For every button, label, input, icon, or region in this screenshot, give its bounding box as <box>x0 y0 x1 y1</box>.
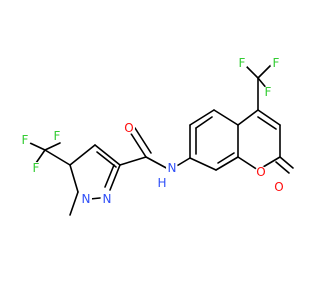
bond <box>257 109 281 126</box>
bond <box>195 116 213 129</box>
atom-label: N <box>103 192 112 206</box>
bond <box>69 191 79 216</box>
bond <box>217 152 235 164</box>
atom-label: F <box>54 129 61 143</box>
bond <box>257 116 277 130</box>
atom-label: N <box>82 192 91 206</box>
atom-nh: N <box>166 161 178 175</box>
bond <box>44 142 61 151</box>
bond <box>257 64 272 79</box>
bond <box>104 164 115 188</box>
bond <box>244 64 259 79</box>
bond <box>96 151 117 168</box>
atom-label: O <box>256 165 265 179</box>
bond <box>275 161 290 174</box>
bonds <box>29 64 294 216</box>
bond <box>109 164 121 191</box>
bond <box>145 156 171 171</box>
atom-n1: N <box>80 192 92 206</box>
atom-f6: F <box>270 56 282 70</box>
bond <box>189 109 215 126</box>
atom-f4: F <box>236 56 248 70</box>
atom-label: F <box>239 56 246 70</box>
atom-o2: O <box>255 165 267 179</box>
atom-label: F <box>33 161 40 175</box>
atom-o3: O <box>273 180 285 194</box>
atom-label: O <box>274 180 283 194</box>
bond <box>29 142 46 151</box>
bond <box>134 127 152 154</box>
bond <box>237 156 259 171</box>
bond <box>129 131 147 158</box>
bond <box>213 109 239 126</box>
bond <box>35 149 46 164</box>
bond <box>237 109 259 126</box>
atom-label: F <box>265 85 272 99</box>
bond <box>69 144 96 166</box>
atom-f3: F <box>51 129 63 143</box>
atom-f2: F <box>30 161 42 175</box>
atom-f1: F <box>19 133 31 147</box>
atom-f5: F <box>262 85 274 99</box>
molecule-structure: F F F N N O N H <box>19 56 294 216</box>
atom-o1: O <box>123 121 135 135</box>
bond <box>44 149 71 166</box>
bond <box>94 144 121 166</box>
atom-labels: F F F N N O N H <box>19 56 285 206</box>
atom-label: H <box>157 176 166 190</box>
atom-label: F <box>273 56 280 70</box>
atom-n2: N <box>101 192 113 206</box>
atom-label: F <box>22 133 29 147</box>
atom-h1: H <box>157 176 167 190</box>
bond <box>119 156 147 166</box>
bond <box>215 156 239 171</box>
bond <box>69 164 79 193</box>
bond <box>189 157 217 171</box>
atom-label: N <box>168 161 177 175</box>
bond <box>279 156 294 169</box>
atom-label: O <box>124 121 133 135</box>
